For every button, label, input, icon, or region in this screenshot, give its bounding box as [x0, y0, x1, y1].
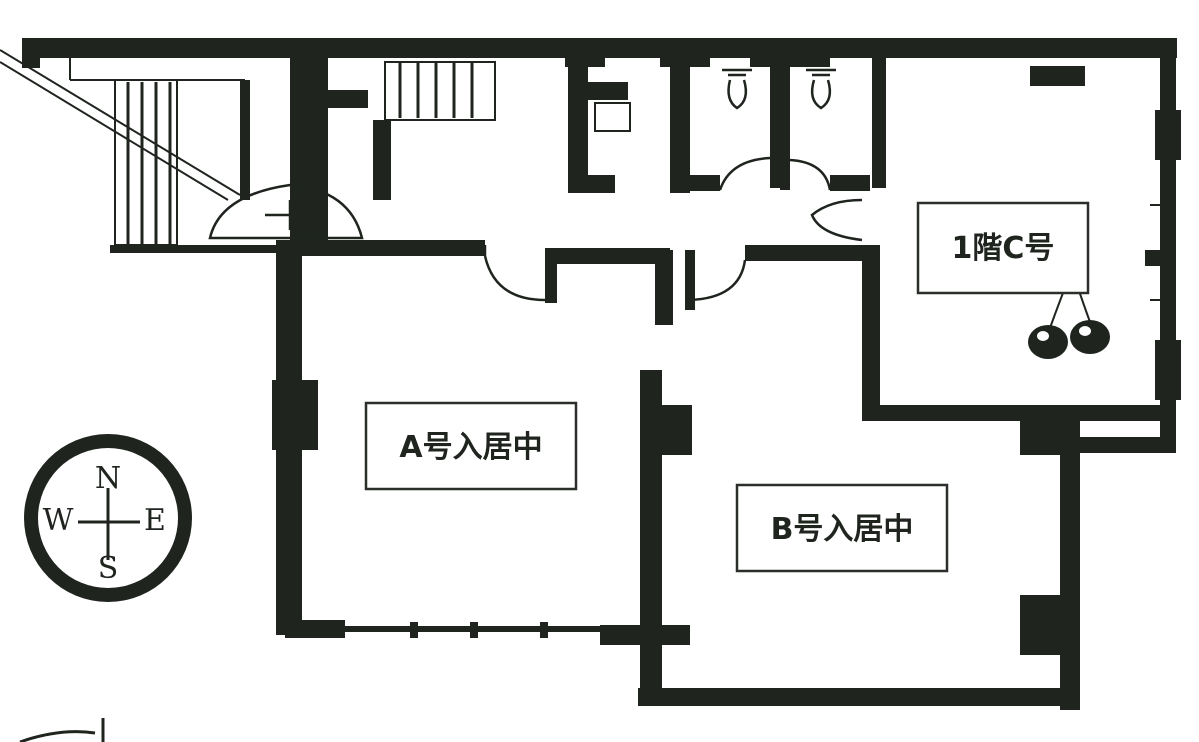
cherry-icon — [1028, 269, 1110, 359]
toilet-icon — [722, 68, 752, 110]
compass-south: S — [98, 551, 119, 586]
unit-b-text: B号入居中 — [771, 512, 914, 547]
unit-a-text: A号入居中 — [399, 430, 542, 465]
edge-mark — [19, 718, 105, 742]
unit-label-c: 1階C号 — [916, 201, 1090, 295]
toilet-icon — [806, 68, 836, 110]
compass-icon: N S E W — [24, 434, 192, 602]
unit-label-a: A号入居中 — [364, 401, 578, 491]
compass-east: E — [144, 503, 166, 538]
doors — [208, 156, 863, 302]
stairs — [0, 49, 496, 246]
windows — [345, 160, 1175, 706]
compass-north: N — [95, 461, 121, 496]
unit-c-text: 1階C号 — [952, 231, 1055, 266]
compass-west: W — [43, 503, 74, 538]
toilets — [594, 68, 836, 132]
unit-label-b: B号入居中 — [735, 483, 949, 573]
walls — [22, 38, 1181, 710]
